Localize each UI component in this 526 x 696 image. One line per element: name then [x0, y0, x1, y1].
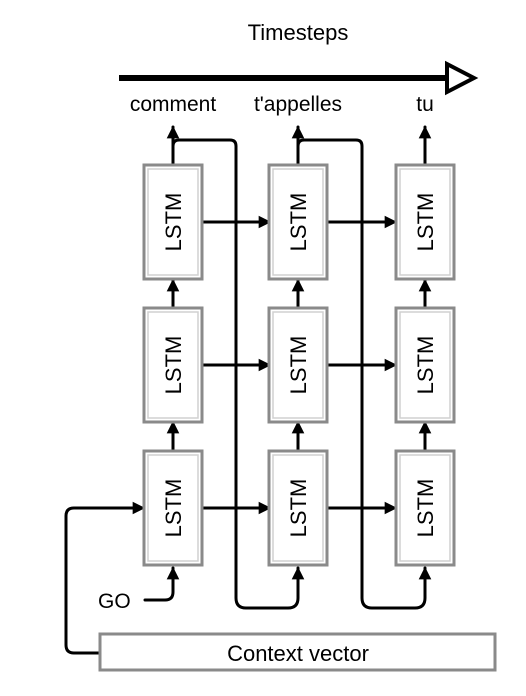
context-vector-box [98, 632, 497, 672]
timesteps-title: Timesteps [248, 20, 349, 45]
lstm-cell-l1-t3: LSTM [394, 449, 456, 567]
output-word-3: tu [416, 93, 434, 116]
lstm-cell-l1-t2: LSTM [267, 449, 329, 567]
lstm-cell-l3-t1: LSTM [142, 163, 204, 281]
lstm-cell-l3-t3: LSTM [394, 163, 456, 281]
lstm-label: LSTM [161, 479, 186, 538]
feedback-wire-2 [296, 138, 432, 610]
timesteps-arrowhead [445, 60, 479, 96]
feedback-wire-1 [171, 138, 305, 610]
lstm-label: LSTM [413, 193, 438, 252]
lstm-cell-l2-t1: LSTM [142, 306, 204, 424]
context-vector-label: Context vector [227, 641, 369, 666]
context-arrow [64, 501, 146, 655]
lstm-label: LSTM [161, 193, 186, 252]
go-label: GO [98, 590, 131, 613]
lstm-cell-l2-t2: LSTM [267, 306, 329, 424]
lstm-label: LSTM [161, 336, 186, 395]
go-arrow [143, 566, 180, 602]
lstm-label: LSTM [286, 193, 311, 252]
lstm-cell-l1-t1: LSTM [142, 449, 204, 567]
lstm-label: LSTM [413, 336, 438, 395]
lstm-label: LSTM [286, 336, 311, 395]
lstm-label: LSTM [286, 479, 311, 538]
output-word-1: comment [130, 93, 217, 116]
lstm-cell-l3-t2: LSTM [267, 163, 329, 281]
output-word-2: t'appelles [254, 93, 342, 116]
lstm-cell-l2-t3: LSTM [394, 306, 456, 424]
lstm-label: LSTM [413, 479, 438, 538]
